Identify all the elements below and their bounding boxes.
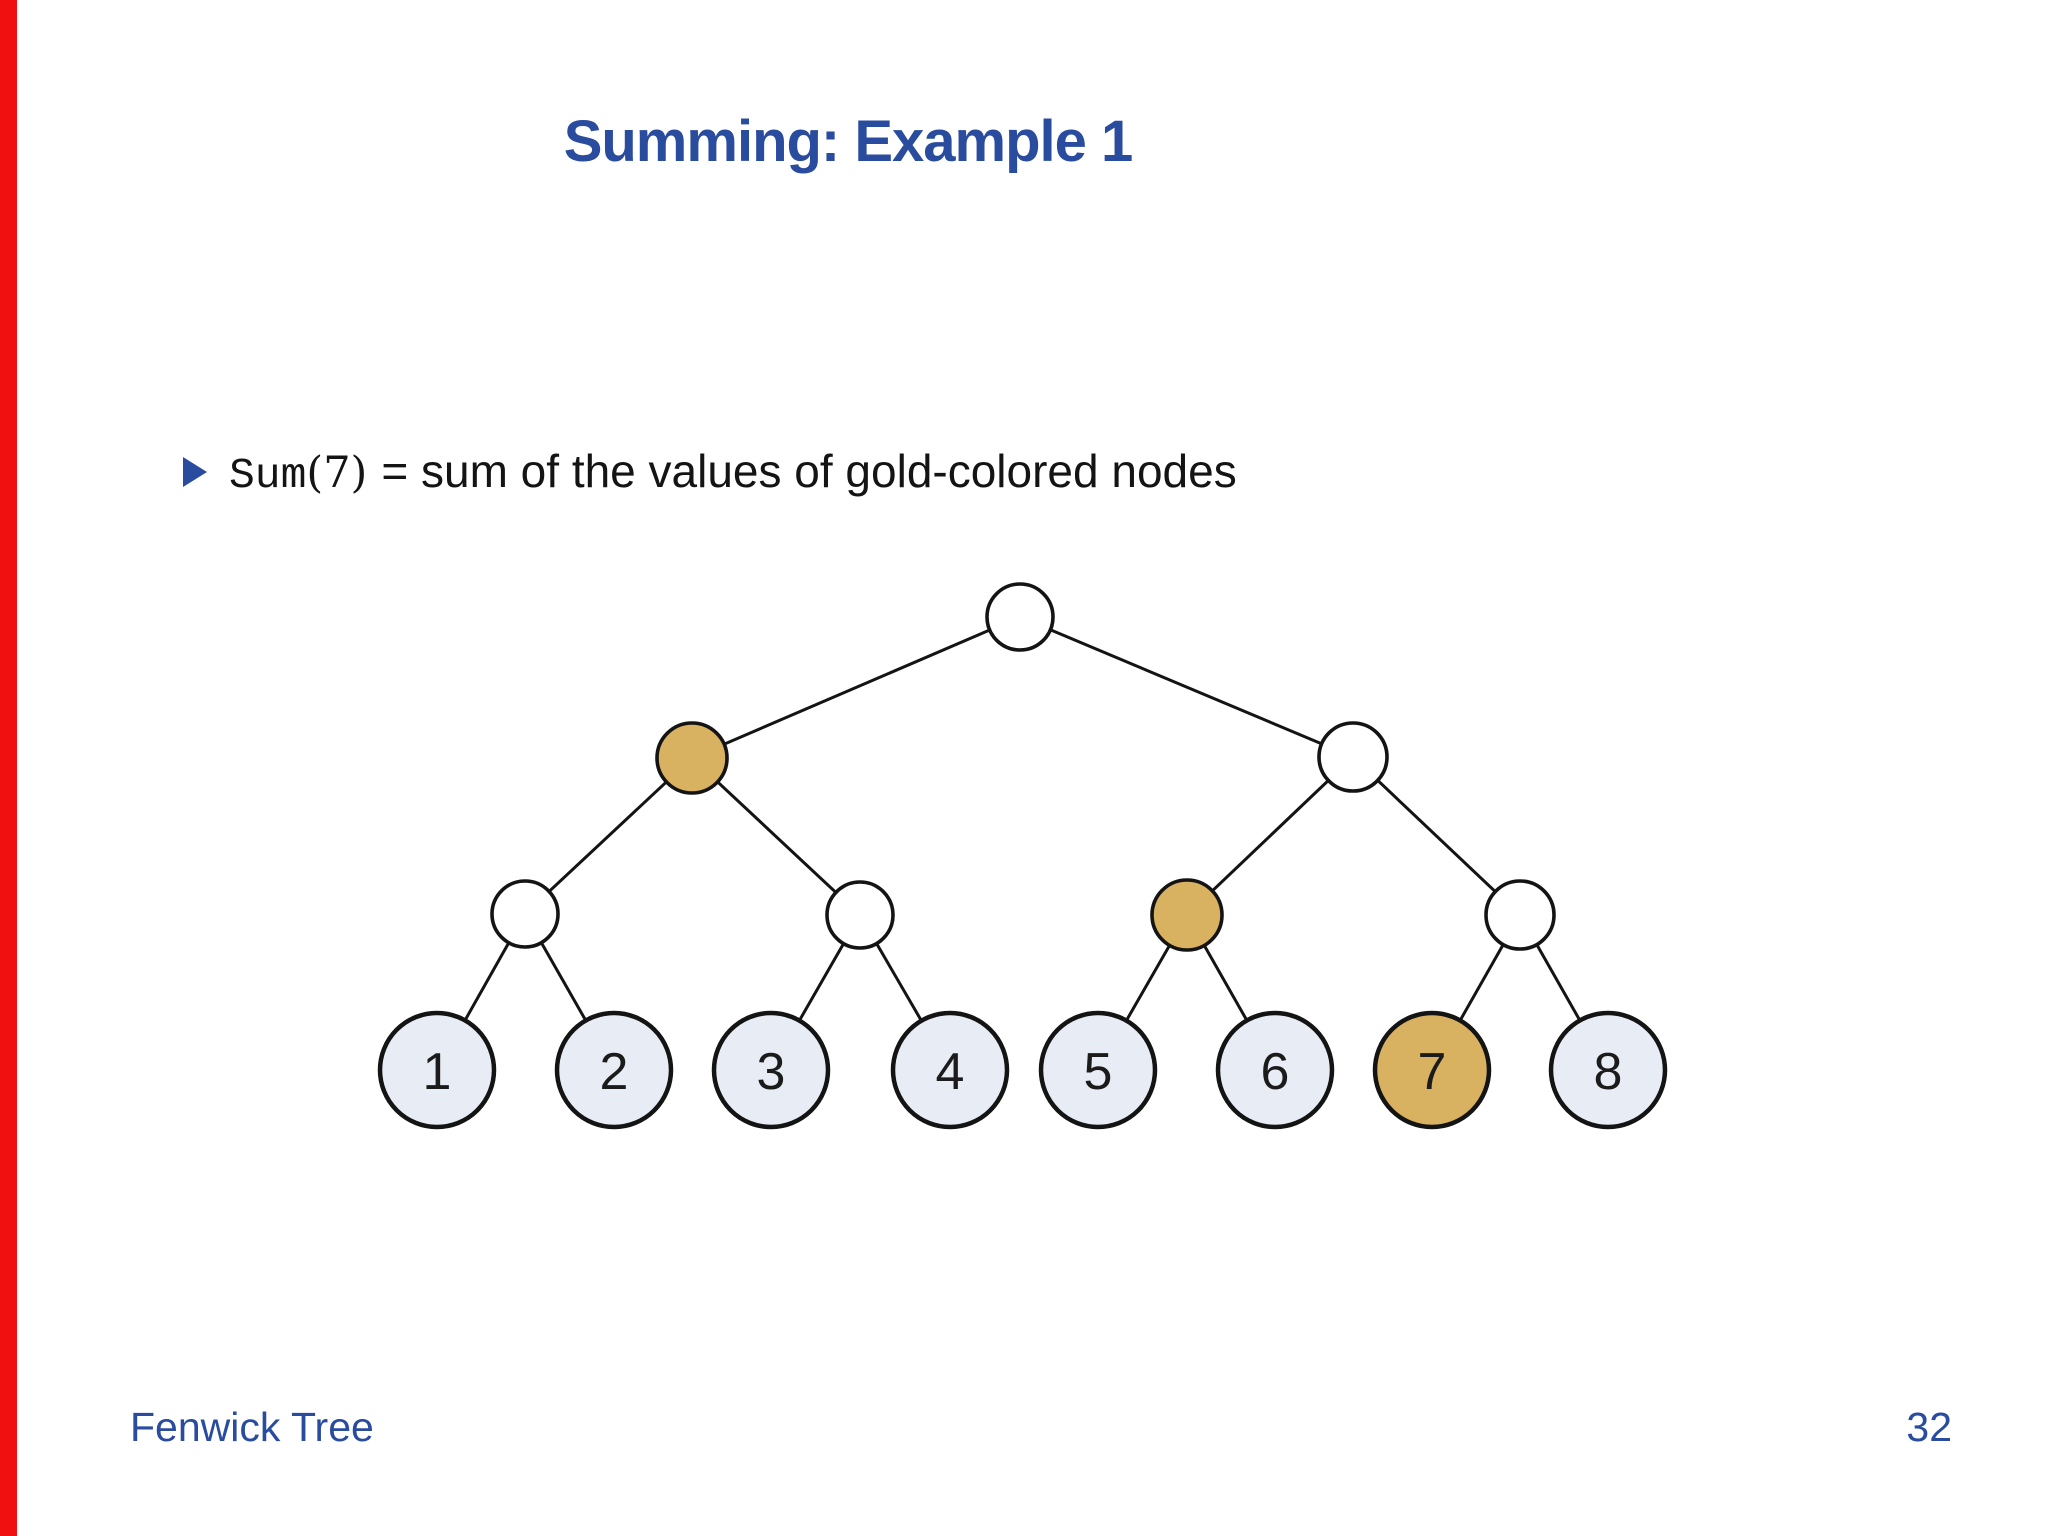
tree-node-f — [1484, 879, 1556, 951]
tree-node-l2: 2 — [554, 1010, 674, 1130]
node-circle — [490, 879, 560, 949]
node-circle — [1317, 721, 1389, 793]
node-circle — [1484, 879, 1556, 951]
slide-title: Summing: Example 1 — [563, 109, 1134, 174]
node-circle — [1548, 1010, 1668, 1130]
page-number: 32 — [1906, 1404, 1952, 1450]
sum-arg-text: (7) — [306, 448, 368, 498]
tree-node-c — [490, 879, 560, 949]
node-circle — [711, 1010, 831, 1130]
tree-node-l7: 7 — [1372, 1010, 1492, 1130]
tree-node-l3: 3 — [711, 1010, 831, 1130]
tree-node-l6: 6 — [1215, 1010, 1335, 1130]
tree-edge — [690, 756, 862, 917]
node-circle — [377, 1010, 497, 1130]
node-circle — [1215, 1010, 1335, 1130]
leaf-label: 7 — [1418, 1043, 1447, 1101]
red-edge-strip — [0, 0, 17, 1536]
tree-edge — [1185, 755, 1355, 917]
tree-edge — [691, 615, 1021, 760]
tree-node-a — [655, 721, 729, 795]
tree-node-d — [825, 880, 895, 950]
tree-node-root — [985, 582, 1055, 652]
leaf-label: 4 — [936, 1043, 965, 1101]
bullet-triangle-icon — [183, 457, 207, 487]
bullet-rest-text: = sum of the values of gold-colored node… — [381, 445, 1237, 497]
footer-short-title: Fenwick Tree — [130, 1404, 374, 1450]
gold-node-circle — [655, 721, 729, 795]
tree-node-b — [1317, 721, 1389, 793]
leaf-label: 3 — [757, 1043, 786, 1101]
gold-node-circle — [1372, 1010, 1492, 1130]
tree-node-l5: 5 — [1038, 1010, 1158, 1130]
leaf-label: 8 — [1594, 1043, 1623, 1101]
tree-node-l8: 8 — [1548, 1010, 1668, 1130]
sum-code-text: Sum — [229, 451, 307, 500]
tree-node-l4: 4 — [890, 1010, 1010, 1130]
node-circle — [890, 1010, 1010, 1130]
tree-node-e — [1150, 878, 1224, 952]
tree-edge — [1351, 755, 1522, 917]
leaf-label: 2 — [600, 1043, 629, 1101]
node-circle — [825, 880, 895, 950]
tree-node-l1: 1 — [377, 1010, 497, 1130]
tree-edge — [1019, 615, 1354, 759]
gold-node-circle — [1150, 878, 1224, 952]
leaf-label: 1 — [423, 1043, 452, 1101]
bullet-item: Sum(7) = sum of the values of gold-colore… — [183, 438, 1237, 506]
tree-edge — [523, 756, 694, 916]
node-circle — [985, 582, 1055, 652]
leaf-label: 5 — [1084, 1043, 1113, 1101]
node-circle — [554, 1010, 674, 1130]
node-circle — [1038, 1010, 1158, 1130]
bullet-text: Sum(7) = sum of the values of gold-colore… — [229, 444, 1237, 500]
leaf-label: 6 — [1261, 1043, 1290, 1101]
